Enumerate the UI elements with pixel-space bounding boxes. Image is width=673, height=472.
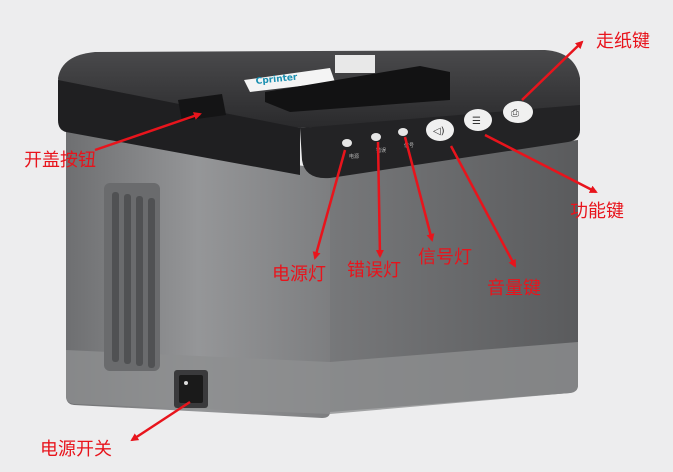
function-key[interactable]: ☰	[464, 109, 492, 131]
menu-icon: ☰	[472, 116, 481, 127]
signal-led	[398, 128, 408, 136]
label-signal-light: 信号灯	[418, 247, 472, 268]
arrow-function-key	[484, 133, 598, 194]
paper-slot	[265, 66, 450, 112]
label-cover-button: 开盖按钮	[24, 150, 96, 171]
ventilation-grille	[104, 183, 160, 371]
power-switch[interactable]	[174, 370, 208, 408]
label-feed-key: 走纸键	[596, 31, 650, 52]
feed-key[interactable]: ⎙	[503, 101, 533, 123]
speaker-icon: ◁)	[433, 126, 445, 137]
printer-lid-front	[58, 80, 300, 175]
arrow-volume-key	[449, 145, 517, 268]
arrow-cover-button	[94, 112, 202, 152]
label-power-switch: 电源开关	[40, 439, 112, 460]
error-led	[371, 133, 381, 141]
volume-key[interactable]: ◁)	[426, 119, 454, 141]
cover-open-button[interactable]	[178, 94, 226, 121]
printer-side-face	[330, 140, 578, 412]
signal-led-label: 信号	[404, 142, 414, 149]
brand-sticker: Cprinter	[244, 55, 375, 92]
annotation-arrows	[94, 40, 598, 442]
power-led	[342, 139, 352, 147]
brand-label: Cprinter	[255, 73, 298, 87]
label-function-key: 功能键	[570, 201, 624, 222]
arrow-power-switch	[130, 400, 191, 442]
printer-icon: ⎙	[511, 108, 519, 119]
arrow-power-light	[312, 149, 347, 260]
arrow-signal-light	[403, 136, 435, 242]
power-led-label: 电源	[349, 153, 359, 160]
label-power-light: 电源灯	[272, 264, 326, 285]
error-led-label: 错误	[376, 147, 386, 154]
arrow-feed-key	[521, 40, 584, 101]
control-panel	[300, 105, 580, 179]
label-volume-key: 音量键	[487, 278, 541, 299]
label-error-light: 错误灯	[347, 260, 401, 281]
arrow-error-light	[375, 141, 384, 258]
